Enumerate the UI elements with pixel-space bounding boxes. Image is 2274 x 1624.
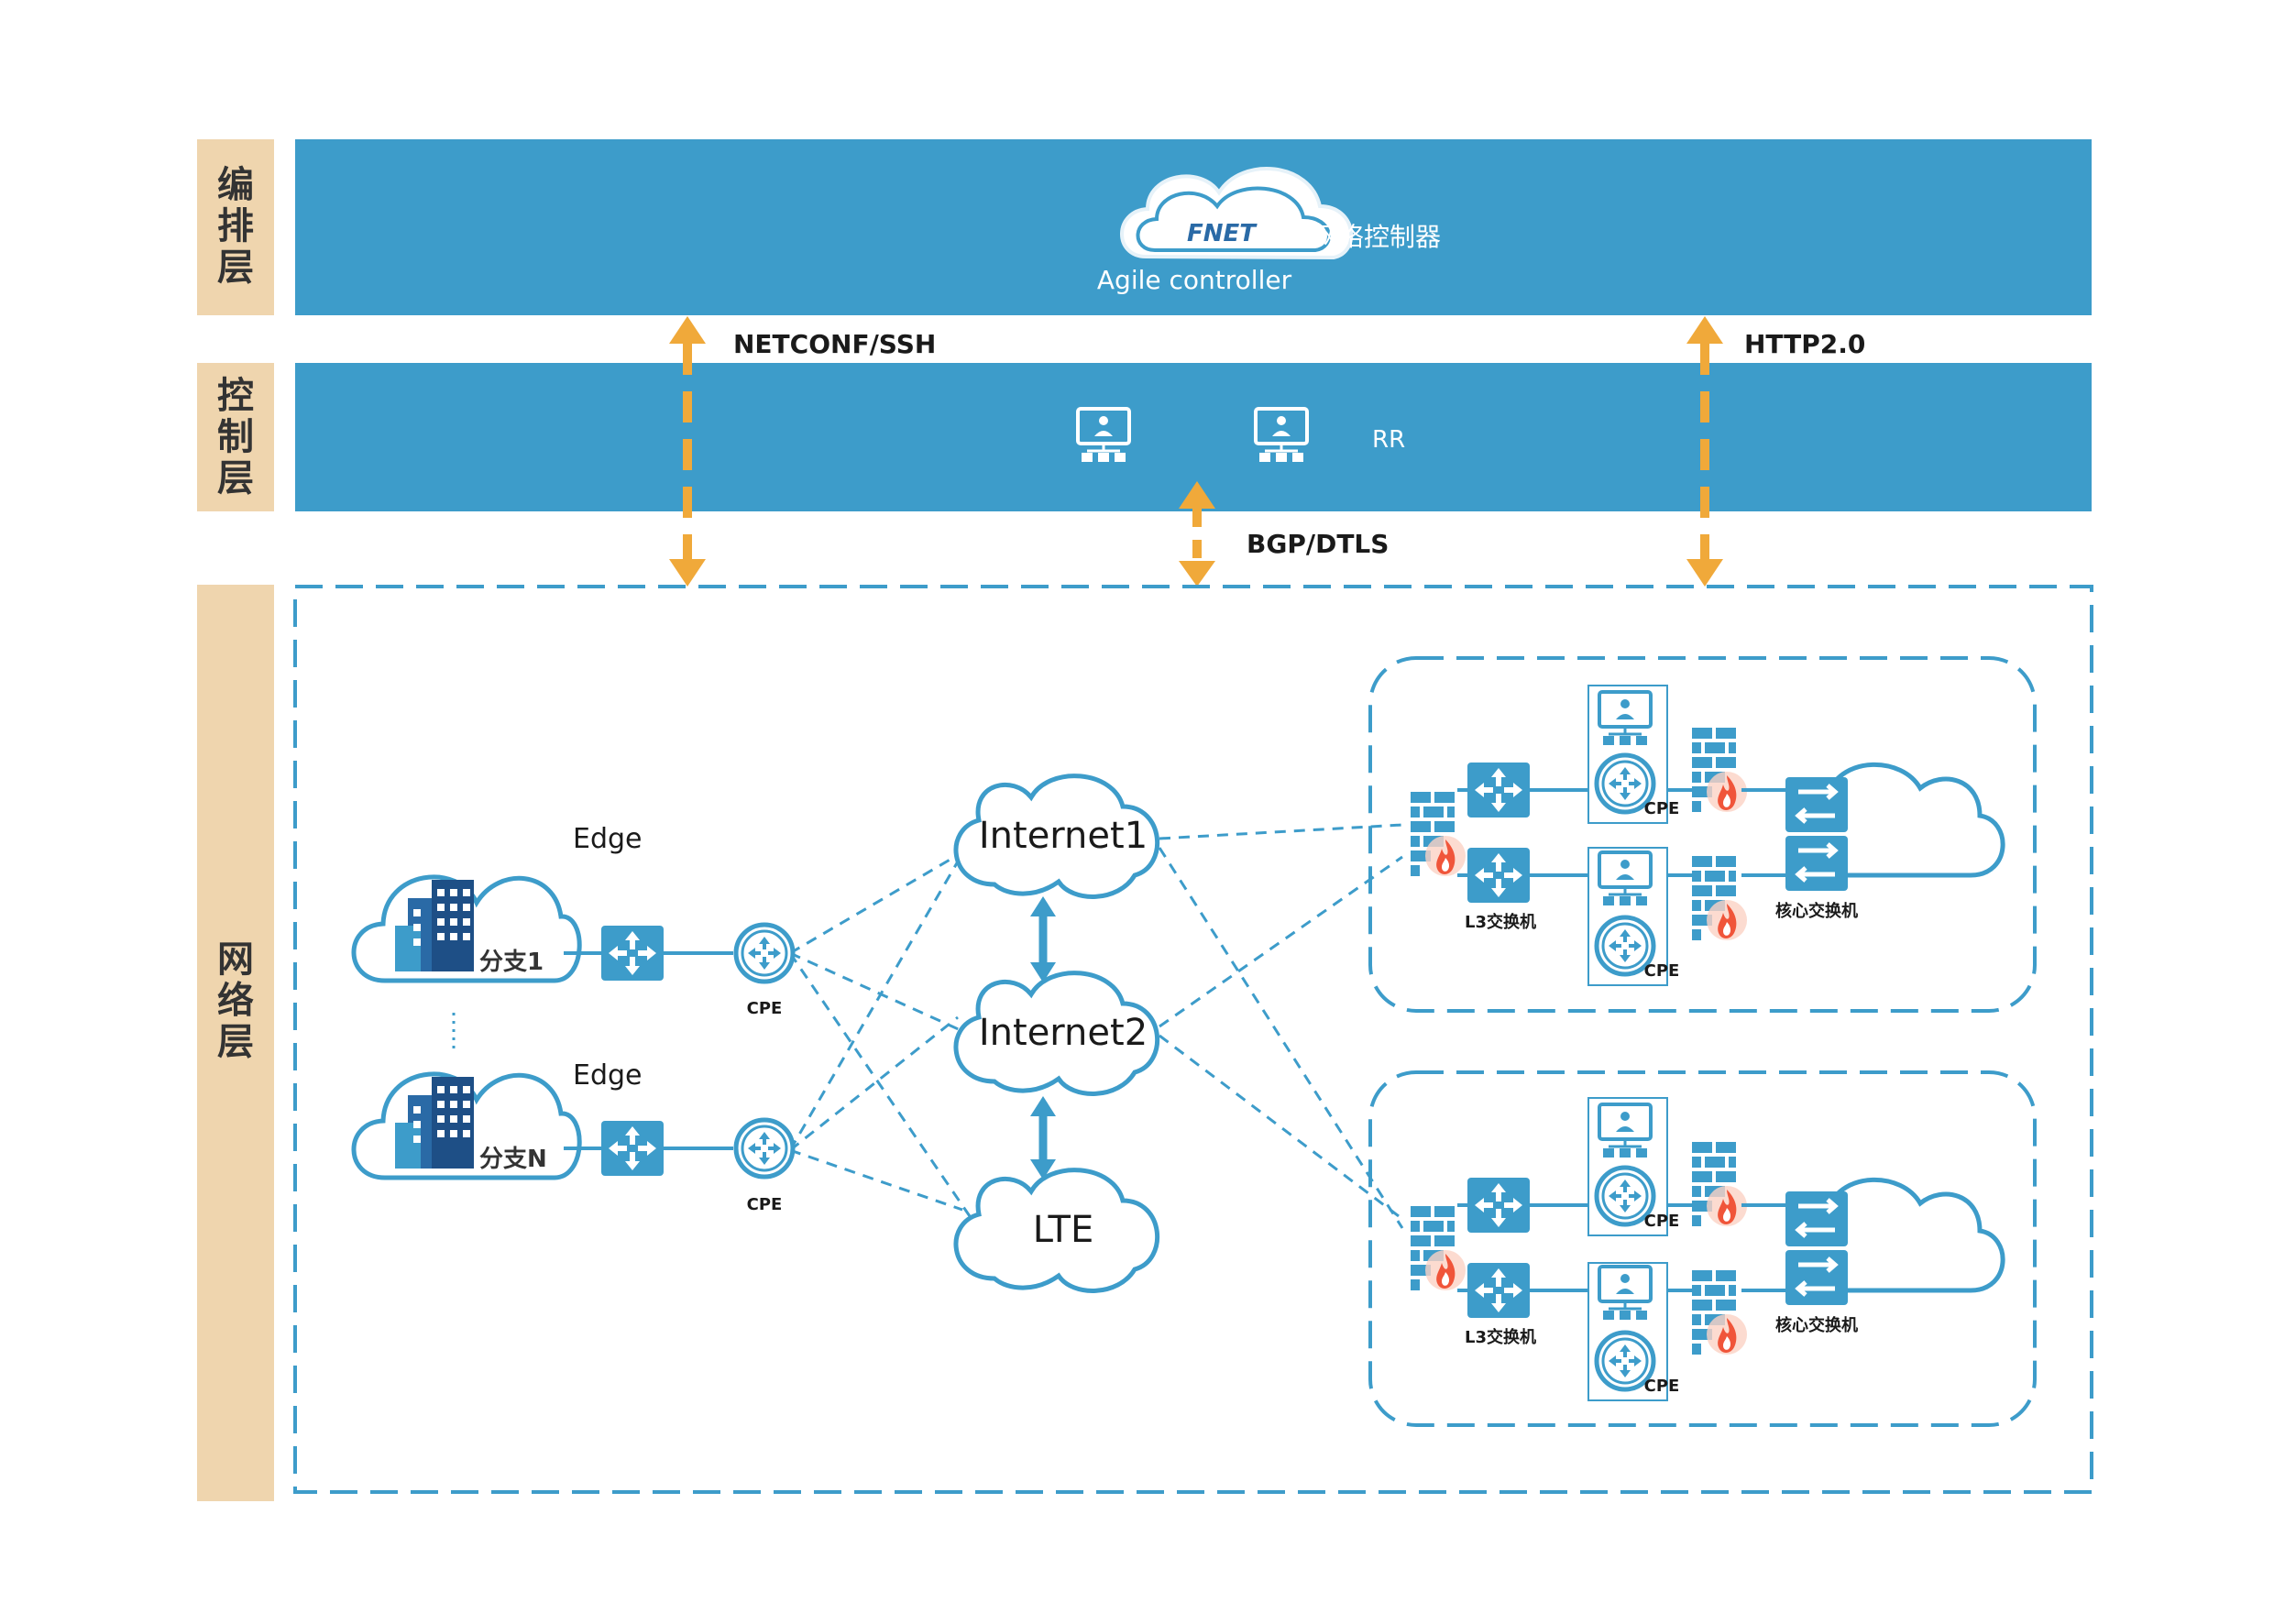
datacenter-2-boundary [1368, 1070, 2037, 1427]
branch-n-label: 分支N [479, 1146, 547, 1173]
layer-label-orchestration-c1: 编 [217, 164, 254, 206]
fnet-logo-icon: FNET [1120, 166, 1354, 260]
switch-icon [1467, 1263, 1530, 1318]
cpe-label-n: CPE [747, 1195, 783, 1214]
netconf-label: NETCONF/SSH [733, 329, 936, 359]
firewall-icon [1692, 1142, 1747, 1226]
dc2-cpe-label-1: CPE [1644, 1212, 1680, 1231]
controller-cn-label: 网络控制器 [1313, 222, 1441, 252]
core-switch-icon [1785, 777, 1848, 891]
firewall-icon [1692, 728, 1747, 812]
edge-switch-icon [601, 1121, 664, 1176]
branch-1: 分支1 Edge CPE [351, 823, 793, 1018]
bgp-arrow [1179, 481, 1215, 587]
layer-label-orchestration-c2: 排 [217, 205, 254, 247]
datacenter-1-boundary [1368, 656, 2037, 1013]
fnet-logo-text: FNET [1187, 220, 1258, 247]
l3-switch-label: L3交换机 [1465, 1327, 1536, 1347]
rr-label: RR [1372, 426, 1405, 454]
wan-cloud-lte: LTE [953, 1168, 1160, 1293]
core-switch-icon [1785, 1191, 1848, 1305]
wan-cloud-internet2: Internet2 [953, 971, 1160, 1096]
layer-label-network: 网 络 层 [197, 585, 274, 1501]
switch-icon [1467, 1178, 1530, 1233]
lte-label: LTE [1033, 1209, 1093, 1251]
switch-icon [1467, 848, 1530, 903]
layer-label-network-c3: 层 [217, 1021, 254, 1063]
dc2-cpe-label-2: CPE [1644, 1377, 1680, 1396]
cpe-label-1: CPE [747, 999, 783, 1018]
internet1-label: Internet1 [979, 815, 1148, 857]
layer-label-orchestration-c3: 层 [217, 247, 254, 289]
internet2-label: Internet2 [979, 1012, 1148, 1054]
switch-icon [1467, 763, 1530, 817]
firewall-icon [1692, 1270, 1747, 1355]
edge-label-n: Edge [573, 1059, 643, 1092]
layer-label-control-c3: 层 [217, 457, 254, 499]
wan-links [788, 823, 1404, 1229]
l3-switch-label: L3交换机 [1465, 912, 1536, 932]
cpe-router-icon [736, 1120, 793, 1177]
cloud-icon [953, 971, 1160, 1096]
wan-cloud-internet1: Internet1 [953, 774, 1160, 899]
layer-label-control-c1: 控 [217, 375, 254, 417]
controller-name: Agile controller [1097, 265, 1292, 295]
edge-switch-icon [601, 926, 664, 981]
firewall-icon [1411, 792, 1466, 876]
branch-n: 分支N Edge CPE [351, 1059, 793, 1214]
layer-label-control-c2: 制 [217, 416, 254, 458]
dc1-cpe-label-1: CPE [1644, 799, 1680, 818]
network-layer-boundary [293, 585, 2093, 1494]
layer-label-control: 控 制 层 [197, 363, 274, 511]
firewall-icon [1411, 1206, 1466, 1290]
layer-label-network-c1: 网 [217, 938, 254, 981]
core-switch-label: 核心交换机 [1775, 1315, 1858, 1335]
http-arrow [1686, 316, 1723, 587]
dc1-cpe-label-2: CPE [1644, 961, 1680, 981]
edge-label-1: Edge [573, 823, 643, 855]
core-switch-label: 核心交换机 [1775, 901, 1858, 921]
cpe-router-icon [736, 925, 793, 982]
netconf-arrow [669, 316, 706, 587]
datacenter-1: L3交换机 CPE CPE 核心交换机 [1368, 656, 2037, 1013]
cloud-icon [1824, 1177, 2005, 1293]
bgp-label: BGP/DTLS [1247, 529, 1389, 559]
layer-label-network-c2: 络 [217, 980, 254, 1022]
http-label: HTTP2.0 [1744, 329, 1865, 359]
cloud-icon [953, 774, 1160, 899]
cloud-icon [953, 1168, 1160, 1293]
cloud-icon [1824, 762, 2005, 878]
firewall-icon [1692, 856, 1747, 940]
cloud-interconnect-arrows [1030, 896, 1056, 1180]
datacenter-2: L3交换机 CPE CPE 核心交换机 [1368, 1070, 2037, 1427]
branch-1-label: 分支1 [479, 949, 544, 976]
layer-label-orchestration: 编 排 层 [197, 139, 274, 315]
